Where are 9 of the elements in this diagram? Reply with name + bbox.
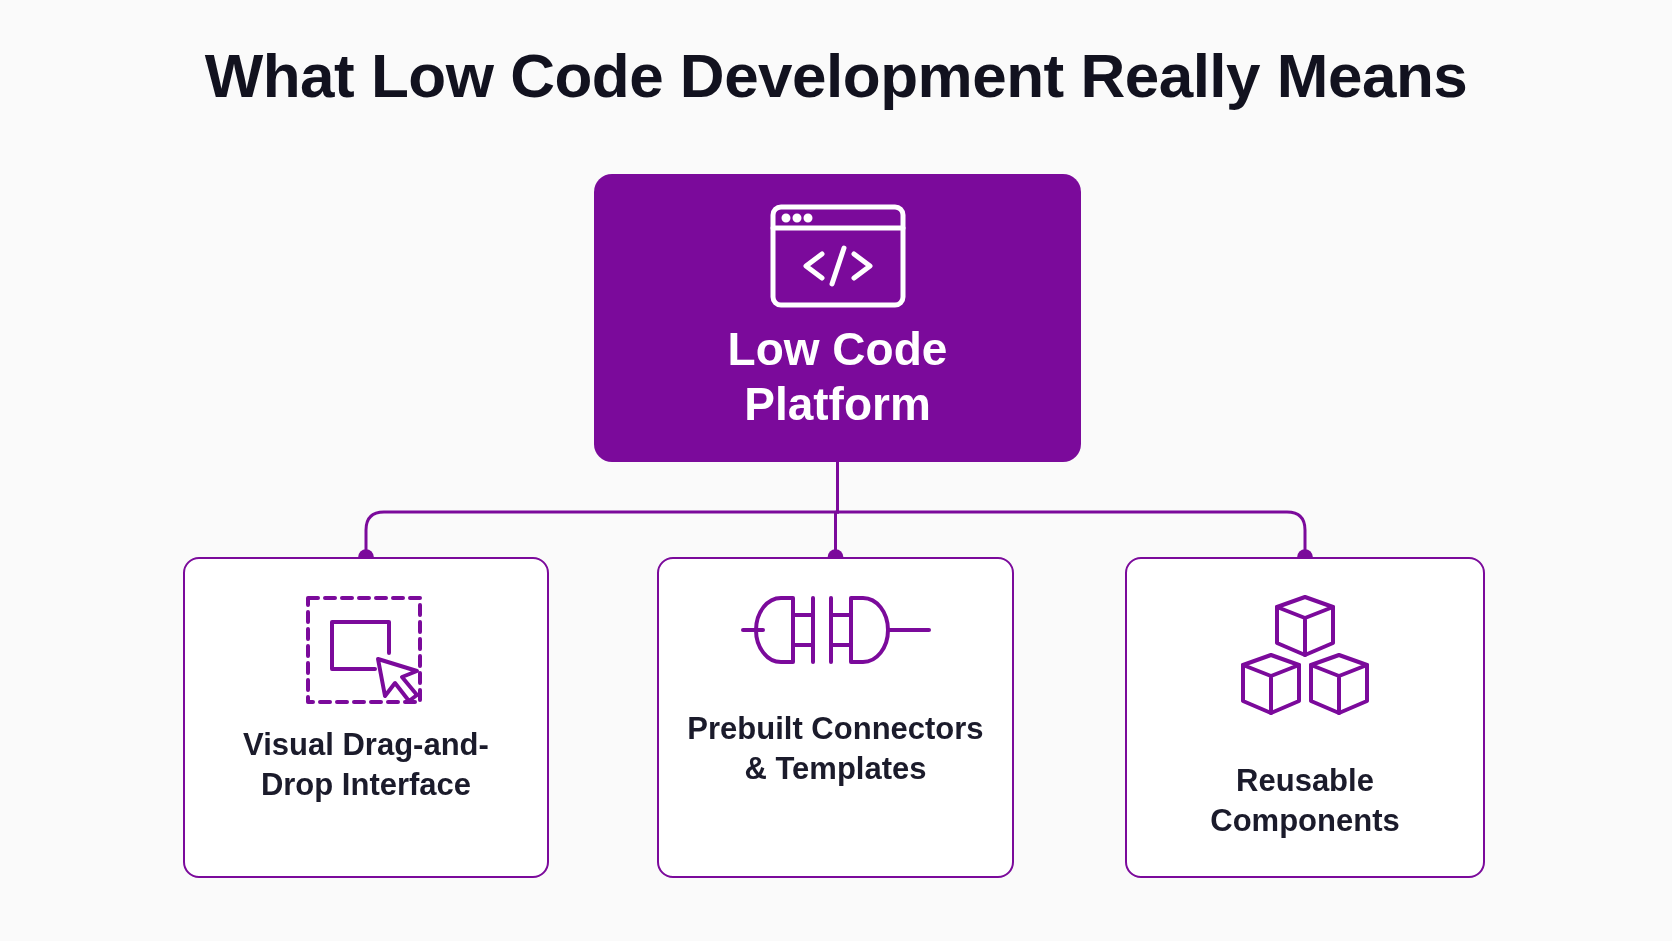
title: What Low Code Development Really Means	[204, 40, 1468, 111]
feature-box	[657, 557, 1014, 878]
platform-label: Low Code Platform	[726, 321, 949, 432]
feature-label: Reusable Components	[1209, 762, 1401, 841]
feature-box	[183, 557, 549, 878]
feature-box	[1125, 557, 1485, 878]
platform-box	[594, 174, 1081, 462]
feature-label: Prebuilt Connectors & Templates	[686, 710, 985, 789]
feature-label: Visual Drag-and-Drop Interface	[242, 726, 490, 805]
